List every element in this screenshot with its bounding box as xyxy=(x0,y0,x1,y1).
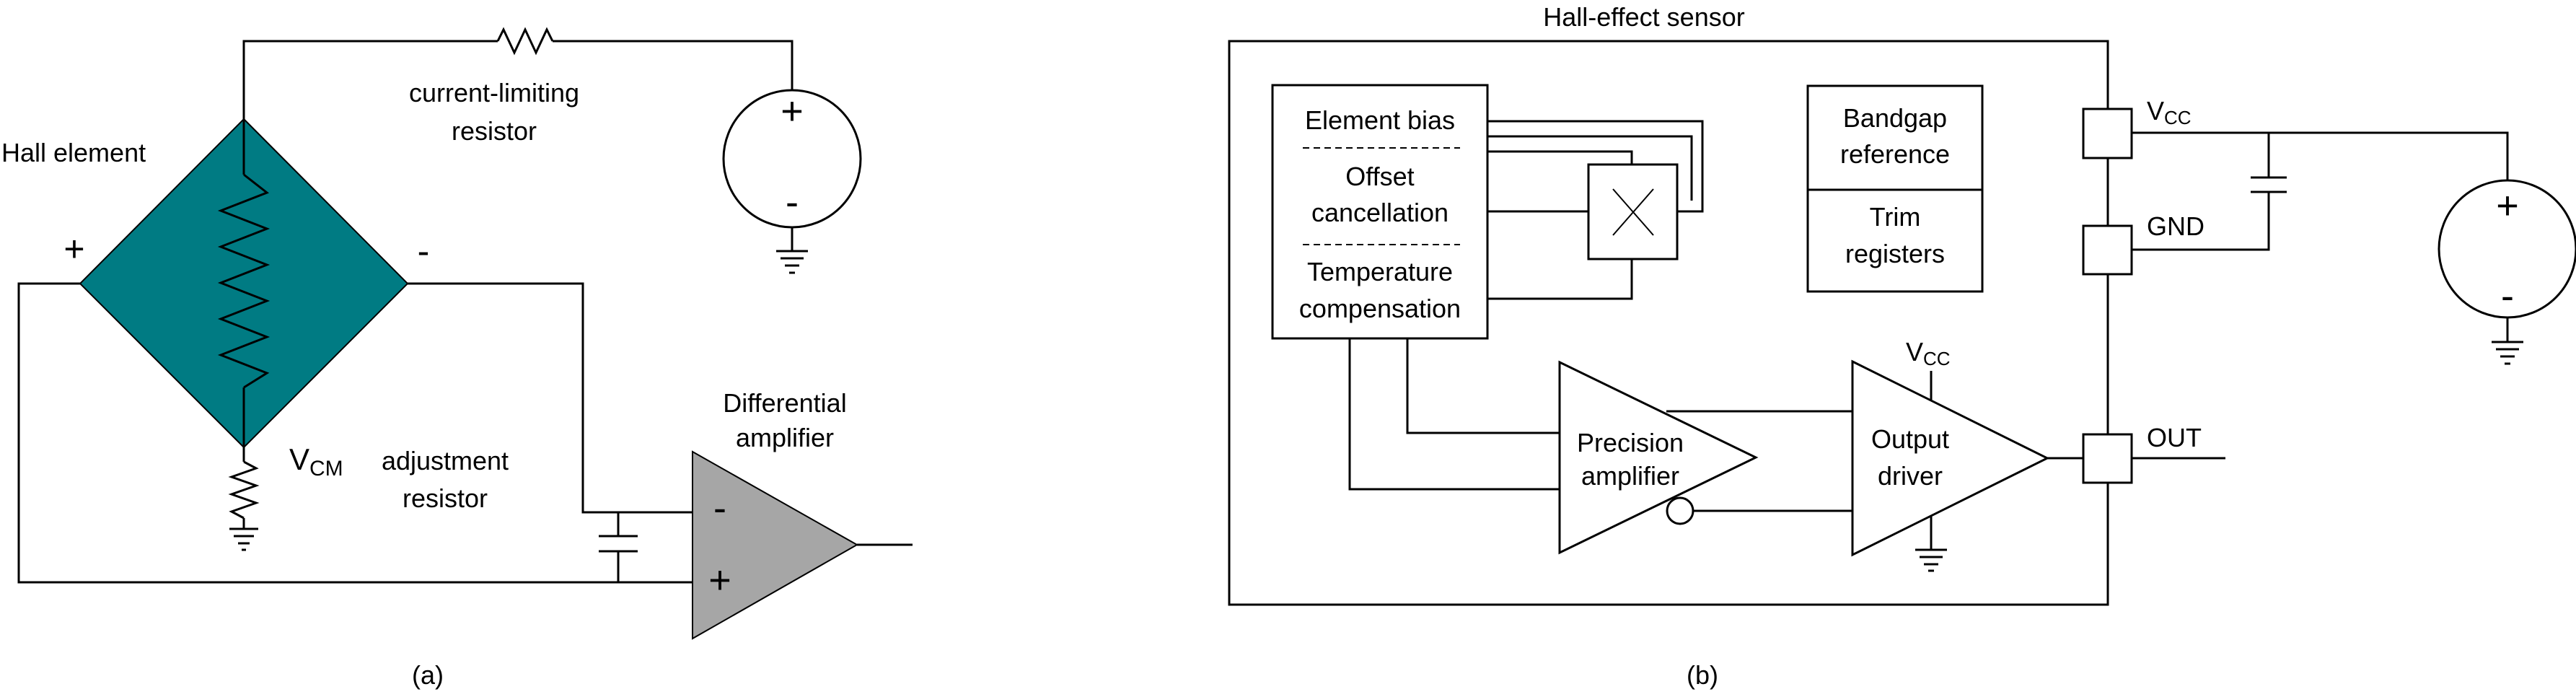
pin-out xyxy=(2082,433,2133,484)
source-b-minus: - xyxy=(2501,274,2514,317)
source-a-minus: - xyxy=(786,180,799,224)
pin-gnd-label: GND xyxy=(2147,211,2204,241)
output-driver xyxy=(1851,359,2050,557)
sensor-box xyxy=(1228,40,2109,606)
vcm-sub: CM xyxy=(309,457,343,481)
source-b-plus: + xyxy=(2496,184,2519,227)
precision-amplifier xyxy=(1558,360,1759,555)
pin-vcc xyxy=(2082,108,2133,159)
amp-label-line1: Differential xyxy=(723,388,846,418)
pin-gnd xyxy=(2082,224,2133,276)
panel-a xyxy=(17,27,913,640)
bandgap-line1: Bandgap xyxy=(1843,103,1947,133)
trim-line1: Trim xyxy=(1870,202,1921,232)
hall-inner-resistor xyxy=(217,173,271,389)
bandgap-line2: reference xyxy=(1840,139,1950,169)
resistor-label-line2: resistor xyxy=(452,116,537,146)
precision-line1: Precision xyxy=(1577,428,1684,457)
offset-line1: Offset xyxy=(1345,162,1414,191)
adjust-label-line2: resistor xyxy=(403,483,488,513)
vcm-main: V xyxy=(289,442,309,476)
switch-cross-line xyxy=(1612,188,1654,236)
gnd-external-wire xyxy=(2132,192,2270,251)
differential-amplifier xyxy=(692,450,859,640)
adjust-label-line1: adjustment xyxy=(382,446,509,475)
offset-line2: cancellation xyxy=(1311,198,1449,227)
amp-minus-input: - xyxy=(713,486,726,530)
temp-line1: Temperature xyxy=(1307,257,1453,286)
source-a-plus: + xyxy=(781,89,804,133)
ground-icon xyxy=(2492,341,2523,365)
output-line1: Output xyxy=(1871,424,1949,454)
pin-out-label: OUT xyxy=(2147,423,2202,452)
pin-vcc-label: VCC xyxy=(2147,96,2192,128)
hall-element-label: Hall element xyxy=(1,138,146,167)
caption-a: (a) xyxy=(412,660,444,690)
plus-terminal: + xyxy=(63,229,84,269)
minus-terminal: - xyxy=(418,231,430,271)
temp-line2: compensation xyxy=(1299,294,1461,323)
ground-icon xyxy=(776,250,808,274)
trim-line2: registers xyxy=(1845,239,1945,268)
panel-a-text: Hall element current-limiting resistor +… xyxy=(1,78,847,690)
bias-wire-outer xyxy=(1487,120,1704,213)
ground-icon xyxy=(229,527,258,551)
inverting-output-bubble xyxy=(1666,496,1694,525)
bias-wire-inner xyxy=(1487,135,1693,201)
caption-b: (b) xyxy=(1687,660,1718,690)
precision-line2: amplifier xyxy=(1581,461,1679,491)
pin-vcc-sub: CC xyxy=(2164,107,2192,128)
wire-to-amp-upper xyxy=(1406,338,1560,434)
vcm-label: VCM xyxy=(289,442,343,481)
driver-vcc-sub: CC xyxy=(1923,348,1951,369)
sensor-title: Hall-effect sensor xyxy=(1543,2,1744,32)
wire-to-amp-lower xyxy=(1348,338,1560,491)
output-line2: driver xyxy=(1878,461,1943,491)
panel-b-text: Hall-effect sensor Element bias Offset c… xyxy=(1299,2,2519,690)
temp-wire xyxy=(1487,259,1633,300)
ground-icon xyxy=(1915,548,1947,572)
wire-minus xyxy=(408,282,693,514)
amp-label-line2: amplifier xyxy=(736,423,834,452)
resistor-label-line1: current-limiting xyxy=(409,78,579,108)
vcc-external-wire xyxy=(2132,131,2509,180)
driver-vcc-label: VCC xyxy=(1906,337,1951,369)
amp-plus-input: + xyxy=(708,558,731,602)
current-limiting-resistor xyxy=(496,27,554,56)
driver-vcc-main: V xyxy=(1906,337,1923,367)
wire-plus xyxy=(17,282,693,584)
element-bias-label: Element bias xyxy=(1305,105,1455,135)
wire-top-left xyxy=(242,40,498,119)
bias-wire-top xyxy=(1487,150,1633,165)
vcm-adjustment-resistor xyxy=(228,460,260,520)
wire-top-right xyxy=(553,40,794,90)
panel-b xyxy=(1228,40,2576,606)
pin-vcc-main: V xyxy=(2147,96,2164,126)
